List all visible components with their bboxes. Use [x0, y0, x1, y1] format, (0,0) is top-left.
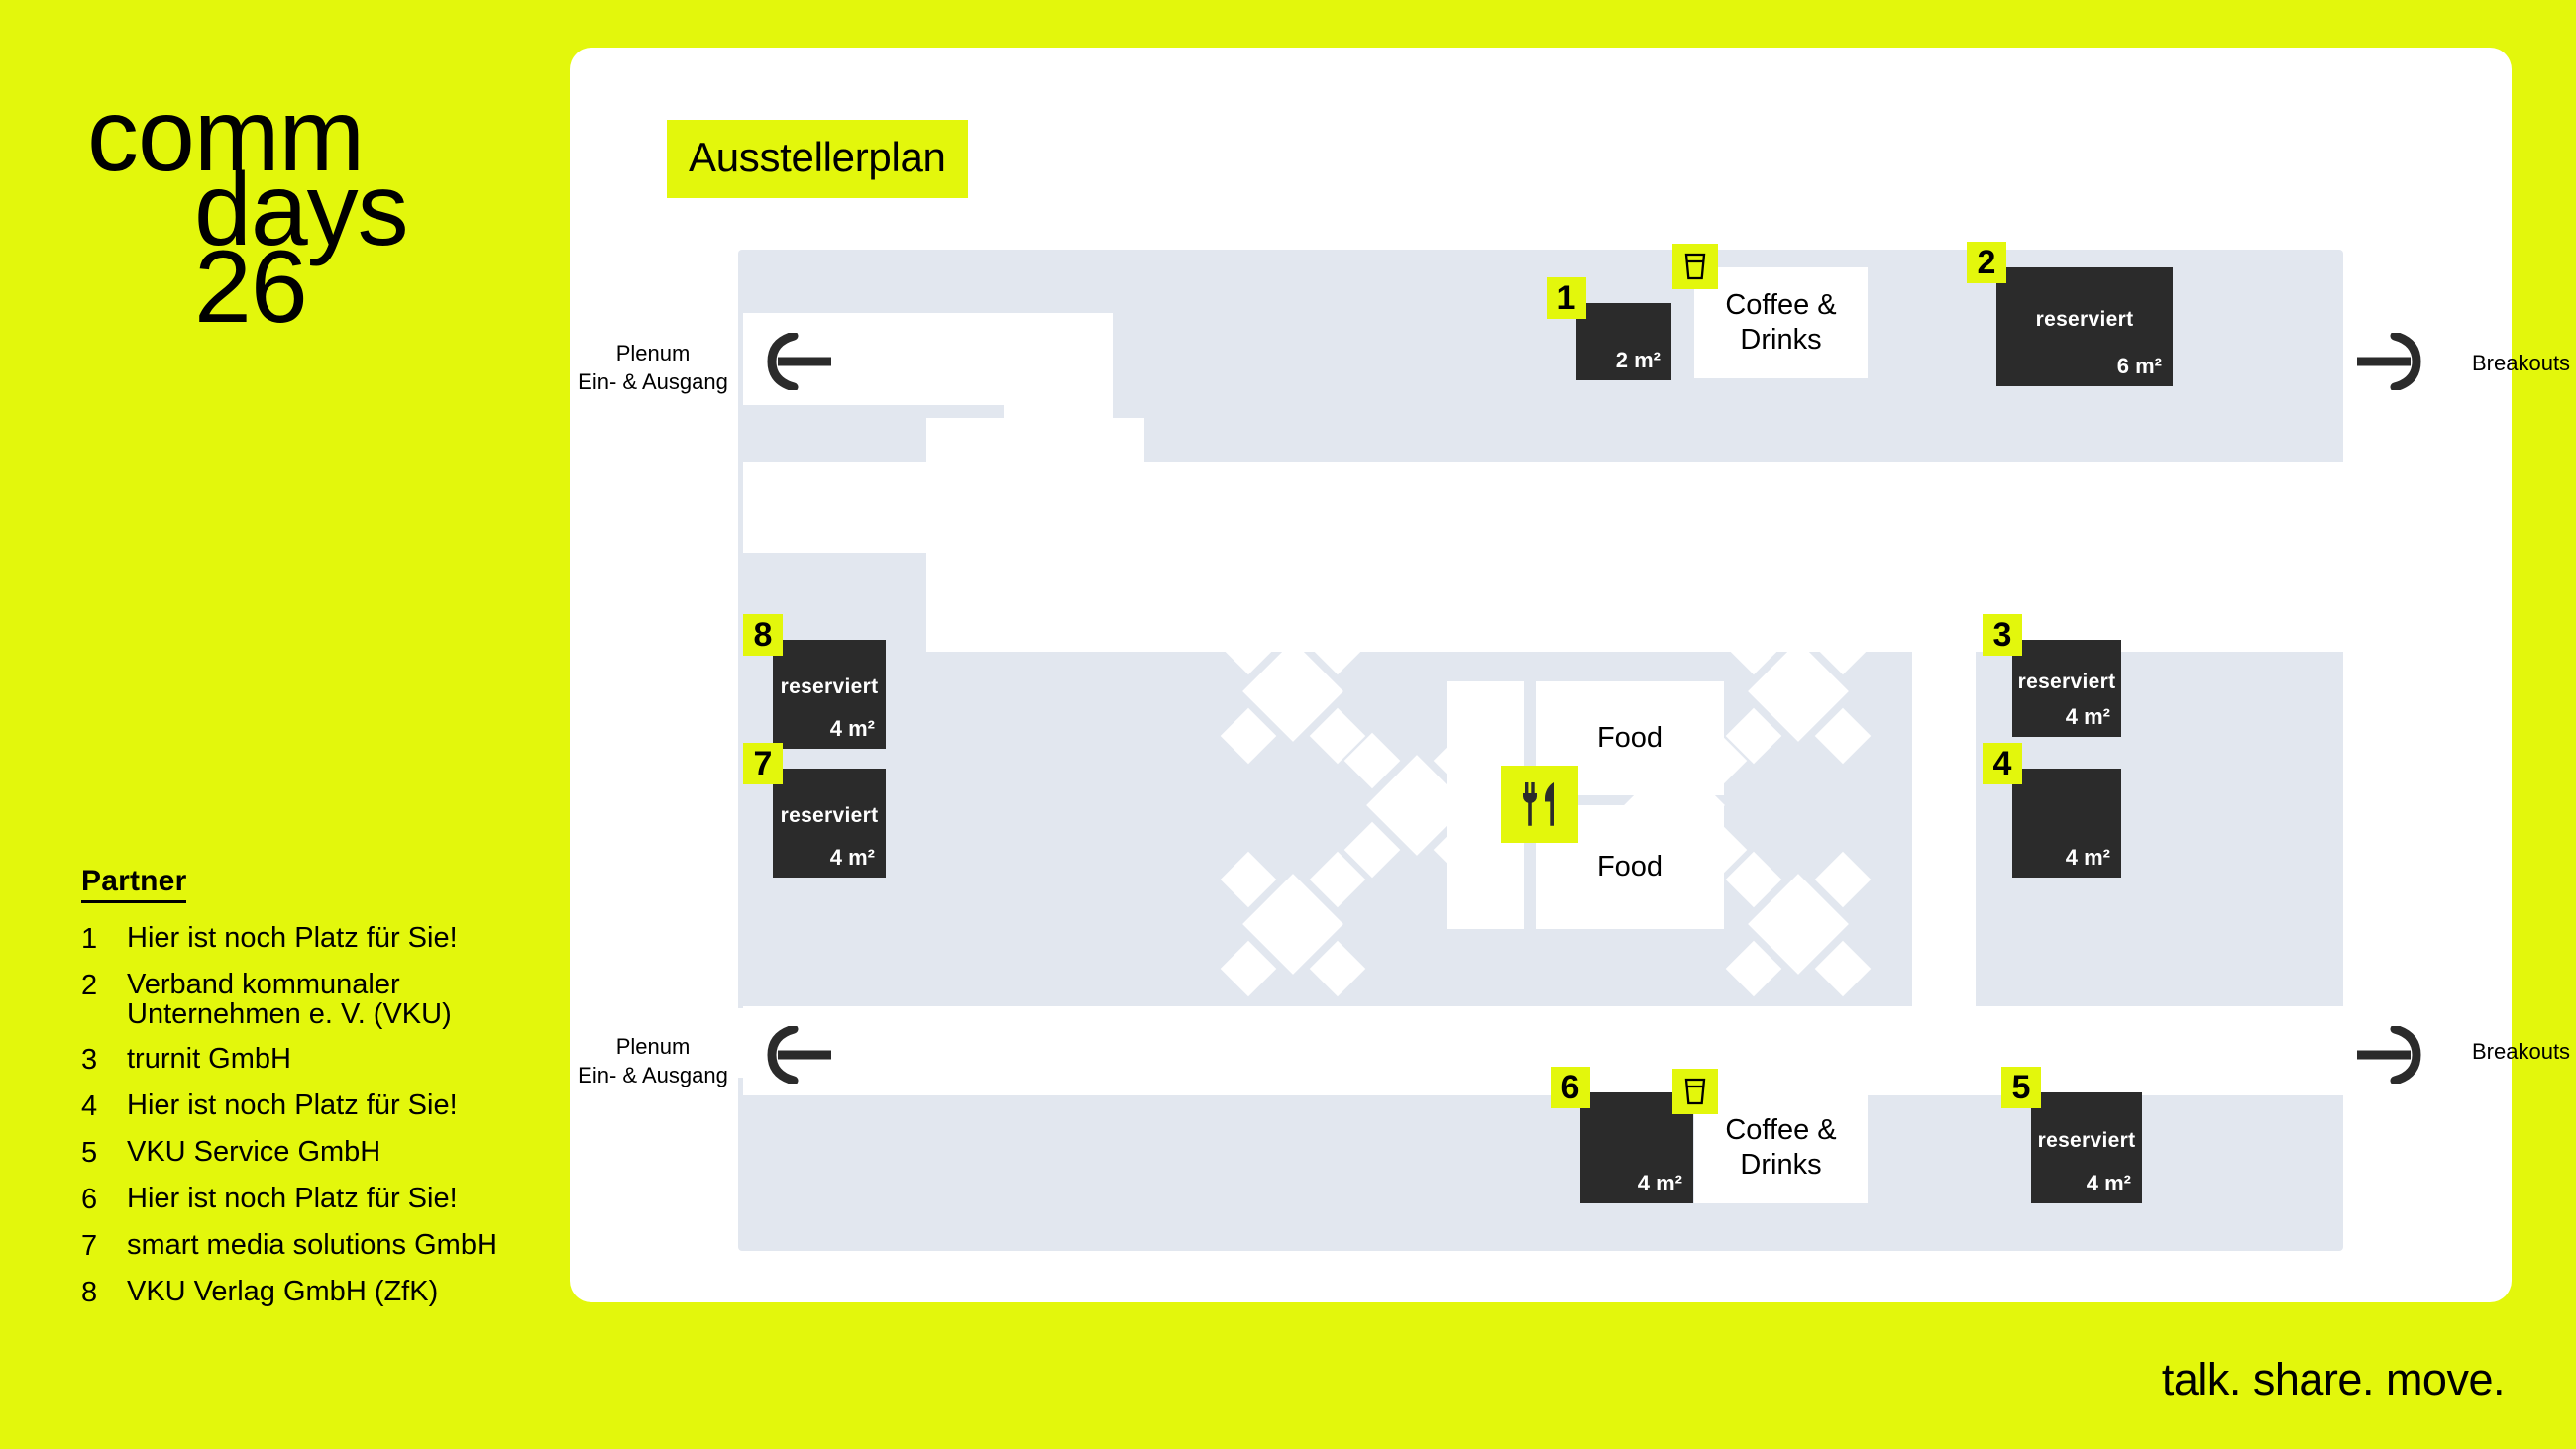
- label-line: Plenum: [615, 341, 691, 365]
- list-item: 1 Hier ist noch Platz für Sie!: [81, 923, 537, 956]
- booth-badge-5[interactable]: 5: [2001, 1067, 2041, 1108]
- partner-name: Hier ist noch Platz für Sie!: [127, 1182, 458, 1214]
- corridor-breakouts-bottom: [2244, 1006, 2458, 1095]
- booth-8[interactable]: reserviert 4 m²: [773, 640, 886, 749]
- partner-name: smart media solutions GmbH: [127, 1228, 497, 1261]
- logo-line-days: days: [194, 153, 409, 268]
- partner-number: 2: [81, 970, 98, 1001]
- partner-number: 7: [81, 1229, 98, 1262]
- corridor-vertical-right: [1912, 462, 1976, 1056]
- booth-area: 4 m²: [2086, 1171, 2131, 1195]
- booth-area: 6 m²: [2116, 354, 2162, 378]
- cutlery-icon: [1501, 766, 1578, 843]
- booth-2[interactable]: reserviert 6 m²: [1996, 267, 2173, 386]
- label-breakouts-top: Breakouts: [2472, 350, 2576, 378]
- partner-number: 3: [81, 1043, 98, 1076]
- corridor-cross-upper: [743, 462, 2344, 553]
- label-plenum-bottom: Plenum Ein- & Ausgang: [570, 1033, 736, 1089]
- booth-status: reserviert: [2017, 671, 2116, 694]
- booth-badge-7[interactable]: 7: [743, 743, 783, 784]
- page-title: Ausstellerplan: [667, 120, 968, 198]
- booth-area: 4 m²: [1637, 1171, 1682, 1195]
- tagline: talk. share. move.: [2161, 1354, 2506, 1404]
- booth-area: 4 m²: [829, 716, 875, 741]
- label-line: Breakouts: [2472, 351, 2571, 375]
- booth-area: 4 m²: [2065, 845, 2110, 870]
- service-label-line2: Drinks: [1740, 1149, 1822, 1181]
- list-item: 7 smart media solutions GmbH: [81, 1230, 537, 1263]
- booth-badge-3[interactable]: 3: [1983, 614, 2022, 656]
- partner-legend: Partner 1 Hier ist noch Platz für Sie! 2…: [81, 865, 537, 1323]
- arrow-right-icon: [2351, 331, 2428, 395]
- list-item: 4 Hier ist noch Platz für Sie!: [81, 1090, 537, 1123]
- logo-line-year: 26: [194, 229, 308, 345]
- commdays-logo: comm days 26: [87, 78, 553, 345]
- booth-7[interactable]: reserviert 4 m²: [773, 769, 886, 878]
- booth-badge-1[interactable]: 1: [1547, 277, 1586, 319]
- list-item: 6 Hier ist noch Platz für Sie!: [81, 1184, 537, 1216]
- service-label-line1: Coffee &: [1725, 288, 1837, 321]
- label-plenum-top: Plenum Ein- & Ausgang: [570, 340, 736, 396]
- partner-name: VKU Service GmbH: [127, 1135, 381, 1168]
- label-line: Plenum: [615, 1034, 691, 1059]
- booth-status: reserviert: [780, 675, 879, 699]
- label-line: Ein- & Ausgang: [578, 1062, 728, 1087]
- cup-icon: [1672, 1069, 1718, 1114]
- arrow-right-icon: [2351, 1024, 2428, 1088]
- booth-area: 4 m²: [2065, 704, 2110, 729]
- list-item: 5 VKU Service GmbH: [81, 1137, 537, 1170]
- floor-plan: Food Food Coffee & Drinks: [570, 48, 2570, 1302]
- partner-heading: Partner: [81, 865, 187, 903]
- partner-number: 8: [81, 1276, 98, 1308]
- booth-badge-8[interactable]: 8: [743, 614, 783, 656]
- booth-status: reserviert: [2035, 307, 2134, 331]
- booth-status: reserviert: [780, 804, 879, 828]
- booth-area: 2 m²: [1615, 348, 1661, 372]
- partner-number: 6: [81, 1183, 98, 1215]
- logo-line-comm: comm: [87, 78, 365, 193]
- partner-name: trurnit GmbH: [127, 1042, 291, 1075]
- service-label: Food: [1596, 721, 1664, 754]
- partner-name: VKU Verlag GmbH (ZfK): [127, 1275, 439, 1307]
- service-label-line1: Coffee &: [1725, 1113, 1837, 1146]
- arrow-left-icon: [760, 331, 837, 395]
- booth-badge-4[interactable]: 4: [1983, 743, 2022, 784]
- booth-1[interactable]: 2 m²: [1576, 303, 1671, 380]
- label-line: Breakouts: [2472, 1039, 2571, 1064]
- cup-icon: [1672, 244, 1718, 289]
- partner-number: 1: [81, 923, 98, 955]
- service-label-line2: Drinks: [1740, 324, 1822, 356]
- partner-name: Hier ist noch Platz für Sie!: [127, 1088, 458, 1121]
- partner-number: 5: [81, 1136, 98, 1169]
- booth-area: 4 m²: [829, 845, 875, 870]
- booth-5[interactable]: reserviert 4 m²: [2031, 1092, 2142, 1203]
- partner-number: 4: [81, 1089, 98, 1122]
- service-coffee-top: Coffee & Drinks: [1694, 267, 1868, 378]
- floor-plan-card: Ausstellerplan: [570, 48, 2570, 1302]
- booth-4[interactable]: 4 m²: [2012, 769, 2121, 878]
- booth-status: reserviert: [2037, 1129, 2136, 1153]
- list-item: 2 Verband kommunaler Unternehmen e. V. (…: [81, 970, 537, 1030]
- partner-name: Verband kommunaler Unternehmen e. V. (VK…: [127, 969, 452, 1031]
- partner-name: Hier ist noch Platz für Sie!: [127, 922, 458, 954]
- label-breakouts-bottom: Breakouts: [2472, 1038, 2576, 1067]
- booth-badge-6[interactable]: 6: [1551, 1067, 1590, 1108]
- booth-badge-2[interactable]: 2: [1967, 242, 2006, 283]
- corridor-plenum-bottom: [743, 1006, 2344, 1095]
- floor-area-upper-right: [1144, 418, 2343, 466]
- service-coffee-bottom: Coffee & Drinks: [1694, 1092, 1868, 1203]
- list-item: 8 VKU Verlag GmbH (ZfK): [81, 1277, 537, 1309]
- booth-3[interactable]: reserviert 4 m²: [2012, 640, 2121, 737]
- corridor-breakouts-top: [2244, 462, 2458, 553]
- service-label: Food: [1596, 850, 1664, 882]
- list-item: 3 trurnit GmbH: [81, 1044, 537, 1077]
- arrow-left-icon: [760, 1024, 837, 1088]
- label-line: Ein- & Ausgang: [578, 368, 728, 394]
